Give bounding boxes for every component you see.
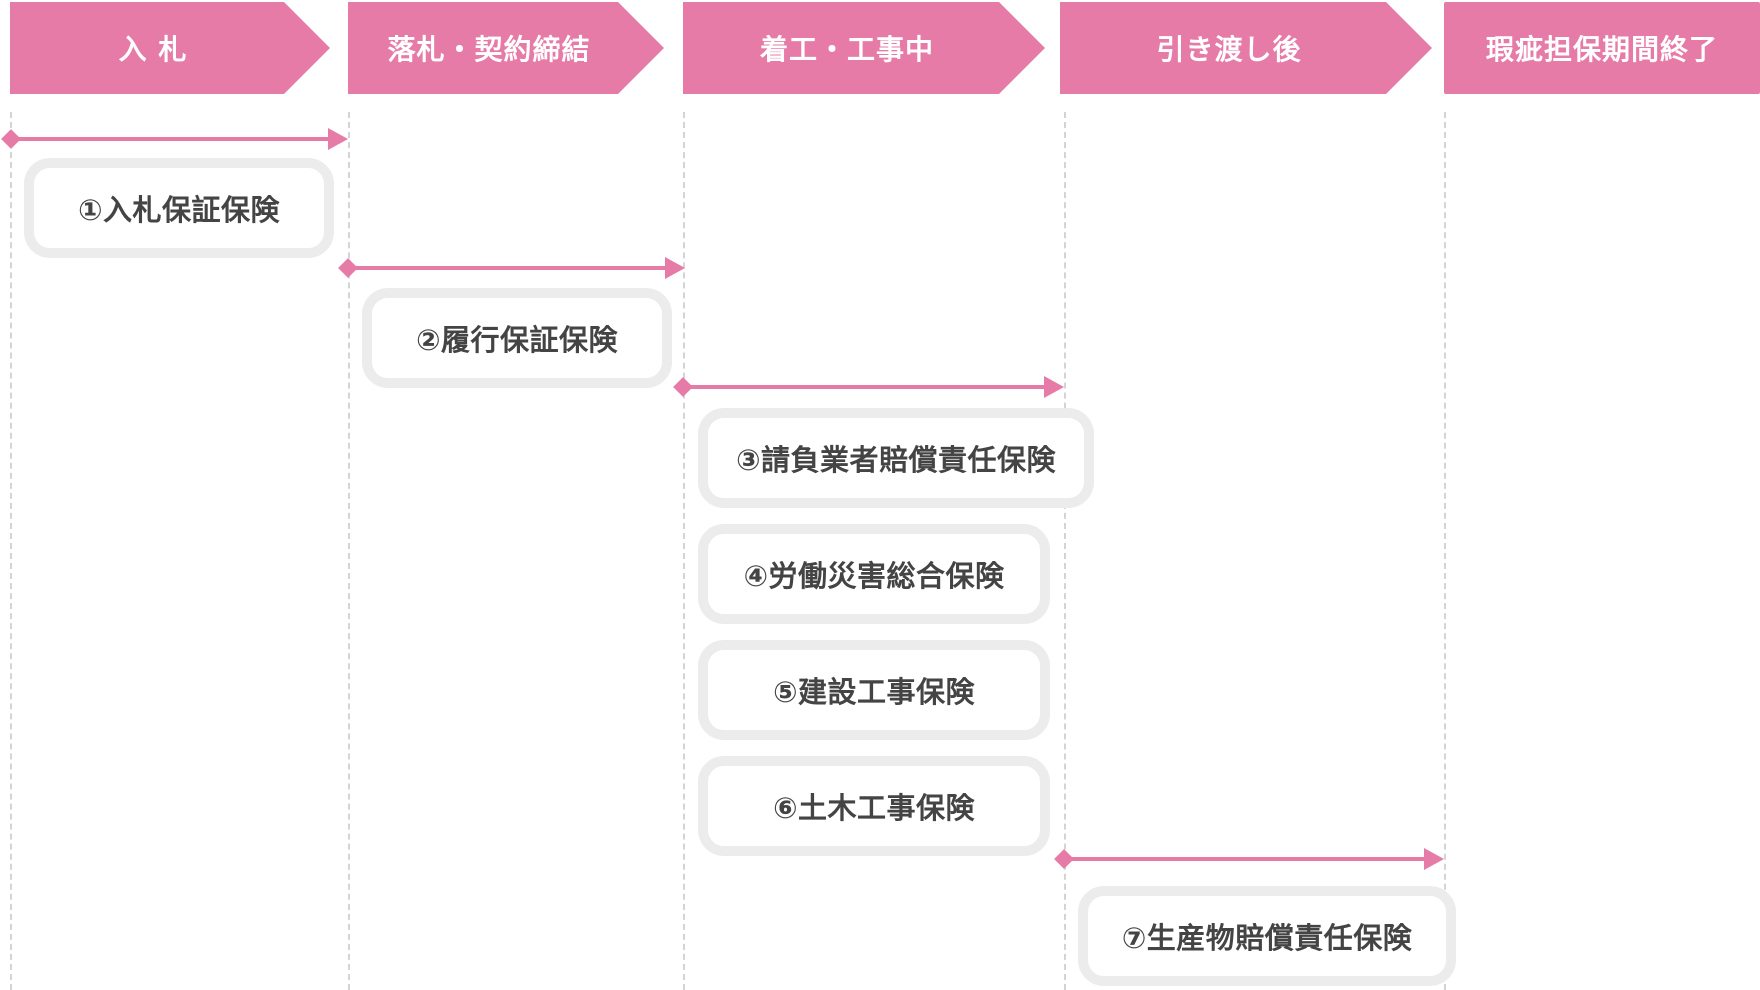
span-end-arrow <box>665 257 685 279</box>
stage-award-contract: 落札・契約締結 <box>348 2 664 94</box>
stage-after-handover: 引き渡し後 <box>1060 2 1432 94</box>
span-end-arrow <box>1424 848 1444 870</box>
stage-divider <box>1064 112 1066 990</box>
insurance-card-contractor-liability: ③請負業者賠償責任保険 <box>698 408 1094 508</box>
coverage-span-line <box>12 137 330 141</box>
stage-bidding: 入 札 <box>10 2 330 94</box>
coverage-span-line <box>1065 857 1427 861</box>
insurance-card-product-liability: ⑦生産物賠償責任保険 <box>1078 886 1456 986</box>
stage-divider <box>1444 112 1446 990</box>
insurance-card-workers-accident: ④労働災害総合保険 <box>698 524 1050 624</box>
coverage-span-line <box>349 266 667 270</box>
insurance-card-construction-works: ⑤建設工事保険 <box>698 640 1050 740</box>
span-end-arrow <box>1044 376 1064 398</box>
span-end-arrow <box>328 128 348 150</box>
stage-divider <box>348 112 350 990</box>
insurance-card-bid-bond: ①入札保証保険 <box>24 158 334 258</box>
stage-divider <box>683 112 685 990</box>
stage-construction: 着工・工事中 <box>683 2 1045 94</box>
insurance-card-civil-engineering: ⑥土木工事保険 <box>698 756 1050 856</box>
stage-divider <box>10 112 12 990</box>
coverage-span-line <box>684 385 1046 389</box>
insurance-card-performance-bond: ②履行保証保険 <box>362 288 672 388</box>
stage-warranty-end: 瑕疵担保期間終了 <box>1444 2 1760 94</box>
